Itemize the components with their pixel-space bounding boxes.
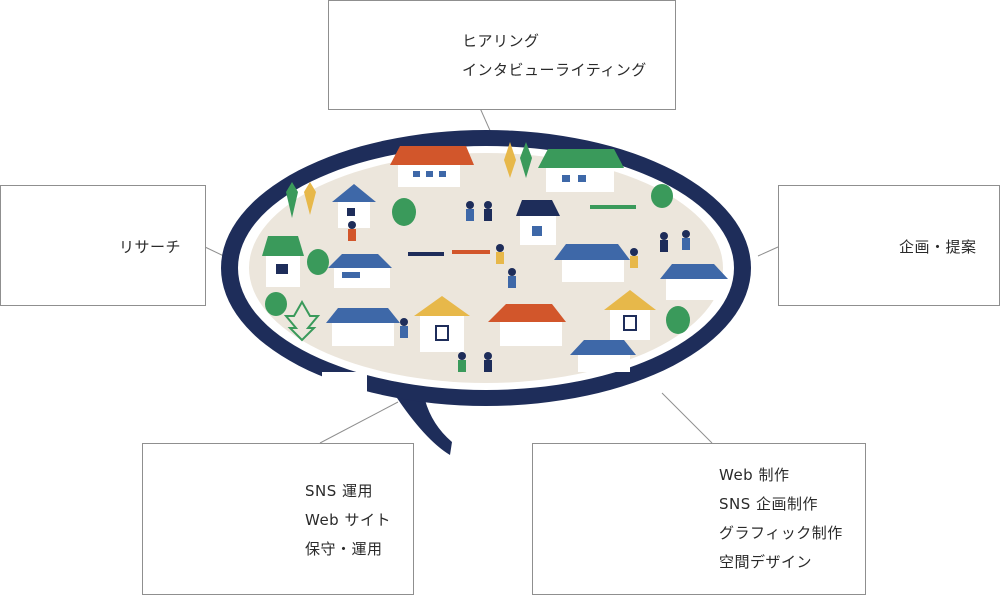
tree-icon bbox=[283, 299, 321, 342]
hearing-box: ヒアリング インタビューライティング bbox=[328, 0, 676, 110]
houses bbox=[262, 146, 728, 372]
house-icon bbox=[488, 304, 566, 346]
service-planning-label: 企画・提案 bbox=[899, 238, 977, 256]
tree-icon bbox=[307, 249, 329, 275]
tree-icon bbox=[651, 184, 673, 208]
service-hearing-label: ヒアリング bbox=[462, 32, 540, 50]
house-icon bbox=[332, 184, 376, 228]
house-icon bbox=[414, 296, 470, 352]
service-web-production-label: Web 制作 bbox=[719, 466, 790, 484]
service-research-label: リサーチ bbox=[119, 238, 182, 256]
tree-icon bbox=[666, 306, 690, 334]
trees bbox=[265, 142, 690, 342]
house-icon bbox=[554, 244, 630, 282]
house-icon bbox=[570, 340, 636, 372]
production-lines: Web 制作 SNS 企画制作 グラフィック制作 空間デザイン bbox=[719, 461, 843, 577]
research-box: リサーチ bbox=[0, 185, 206, 306]
townspeople bbox=[348, 201, 690, 372]
house-icon bbox=[390, 146, 474, 187]
hearing-lines: ヒアリング インタビューライティング bbox=[462, 27, 647, 85]
tree-icon bbox=[520, 142, 532, 178]
planning-box: 企画・提案 bbox=[778, 185, 1000, 306]
house-icon bbox=[326, 308, 400, 346]
connector-production bbox=[661, 392, 713, 444]
tree-icon bbox=[265, 292, 287, 316]
production-box: Web 制作 SNS 企画制作 グラフィック制作 空間デザイン bbox=[532, 443, 866, 595]
house-icon bbox=[516, 200, 560, 245]
sns-lines: SNS 運用 Web サイト 保守・運用 bbox=[305, 477, 391, 564]
service-interview-writing-label: インタビューライティング bbox=[462, 61, 647, 79]
house-icon bbox=[328, 254, 392, 288]
tree-icon bbox=[392, 198, 416, 226]
sns-box: SNS 運用 Web サイト 保守・運用 bbox=[142, 443, 414, 595]
house-icon bbox=[604, 290, 656, 340]
tree-icon bbox=[286, 182, 298, 218]
bubble-tail bbox=[395, 395, 452, 455]
connector-planning bbox=[757, 246, 779, 257]
market-stall-icon bbox=[408, 205, 636, 256]
service-graphic-label: グラフィック制作 bbox=[719, 524, 843, 542]
service-maintenance-label: 保守・運用 bbox=[305, 540, 383, 558]
service-website-label: Web サイト bbox=[305, 511, 391, 529]
service-space-design-label: 空間デザイン bbox=[719, 553, 813, 571]
house-icon bbox=[660, 264, 728, 300]
house-icon bbox=[262, 236, 304, 287]
service-sns-planning-label: SNS 企画制作 bbox=[719, 495, 819, 513]
connector-sns bbox=[319, 401, 399, 444]
tree-icon bbox=[504, 142, 516, 178]
house-icon bbox=[538, 149, 624, 192]
ring-break bbox=[322, 372, 367, 396]
service-sns-operation-label: SNS 運用 bbox=[305, 482, 374, 500]
tree-icon bbox=[304, 182, 316, 215]
